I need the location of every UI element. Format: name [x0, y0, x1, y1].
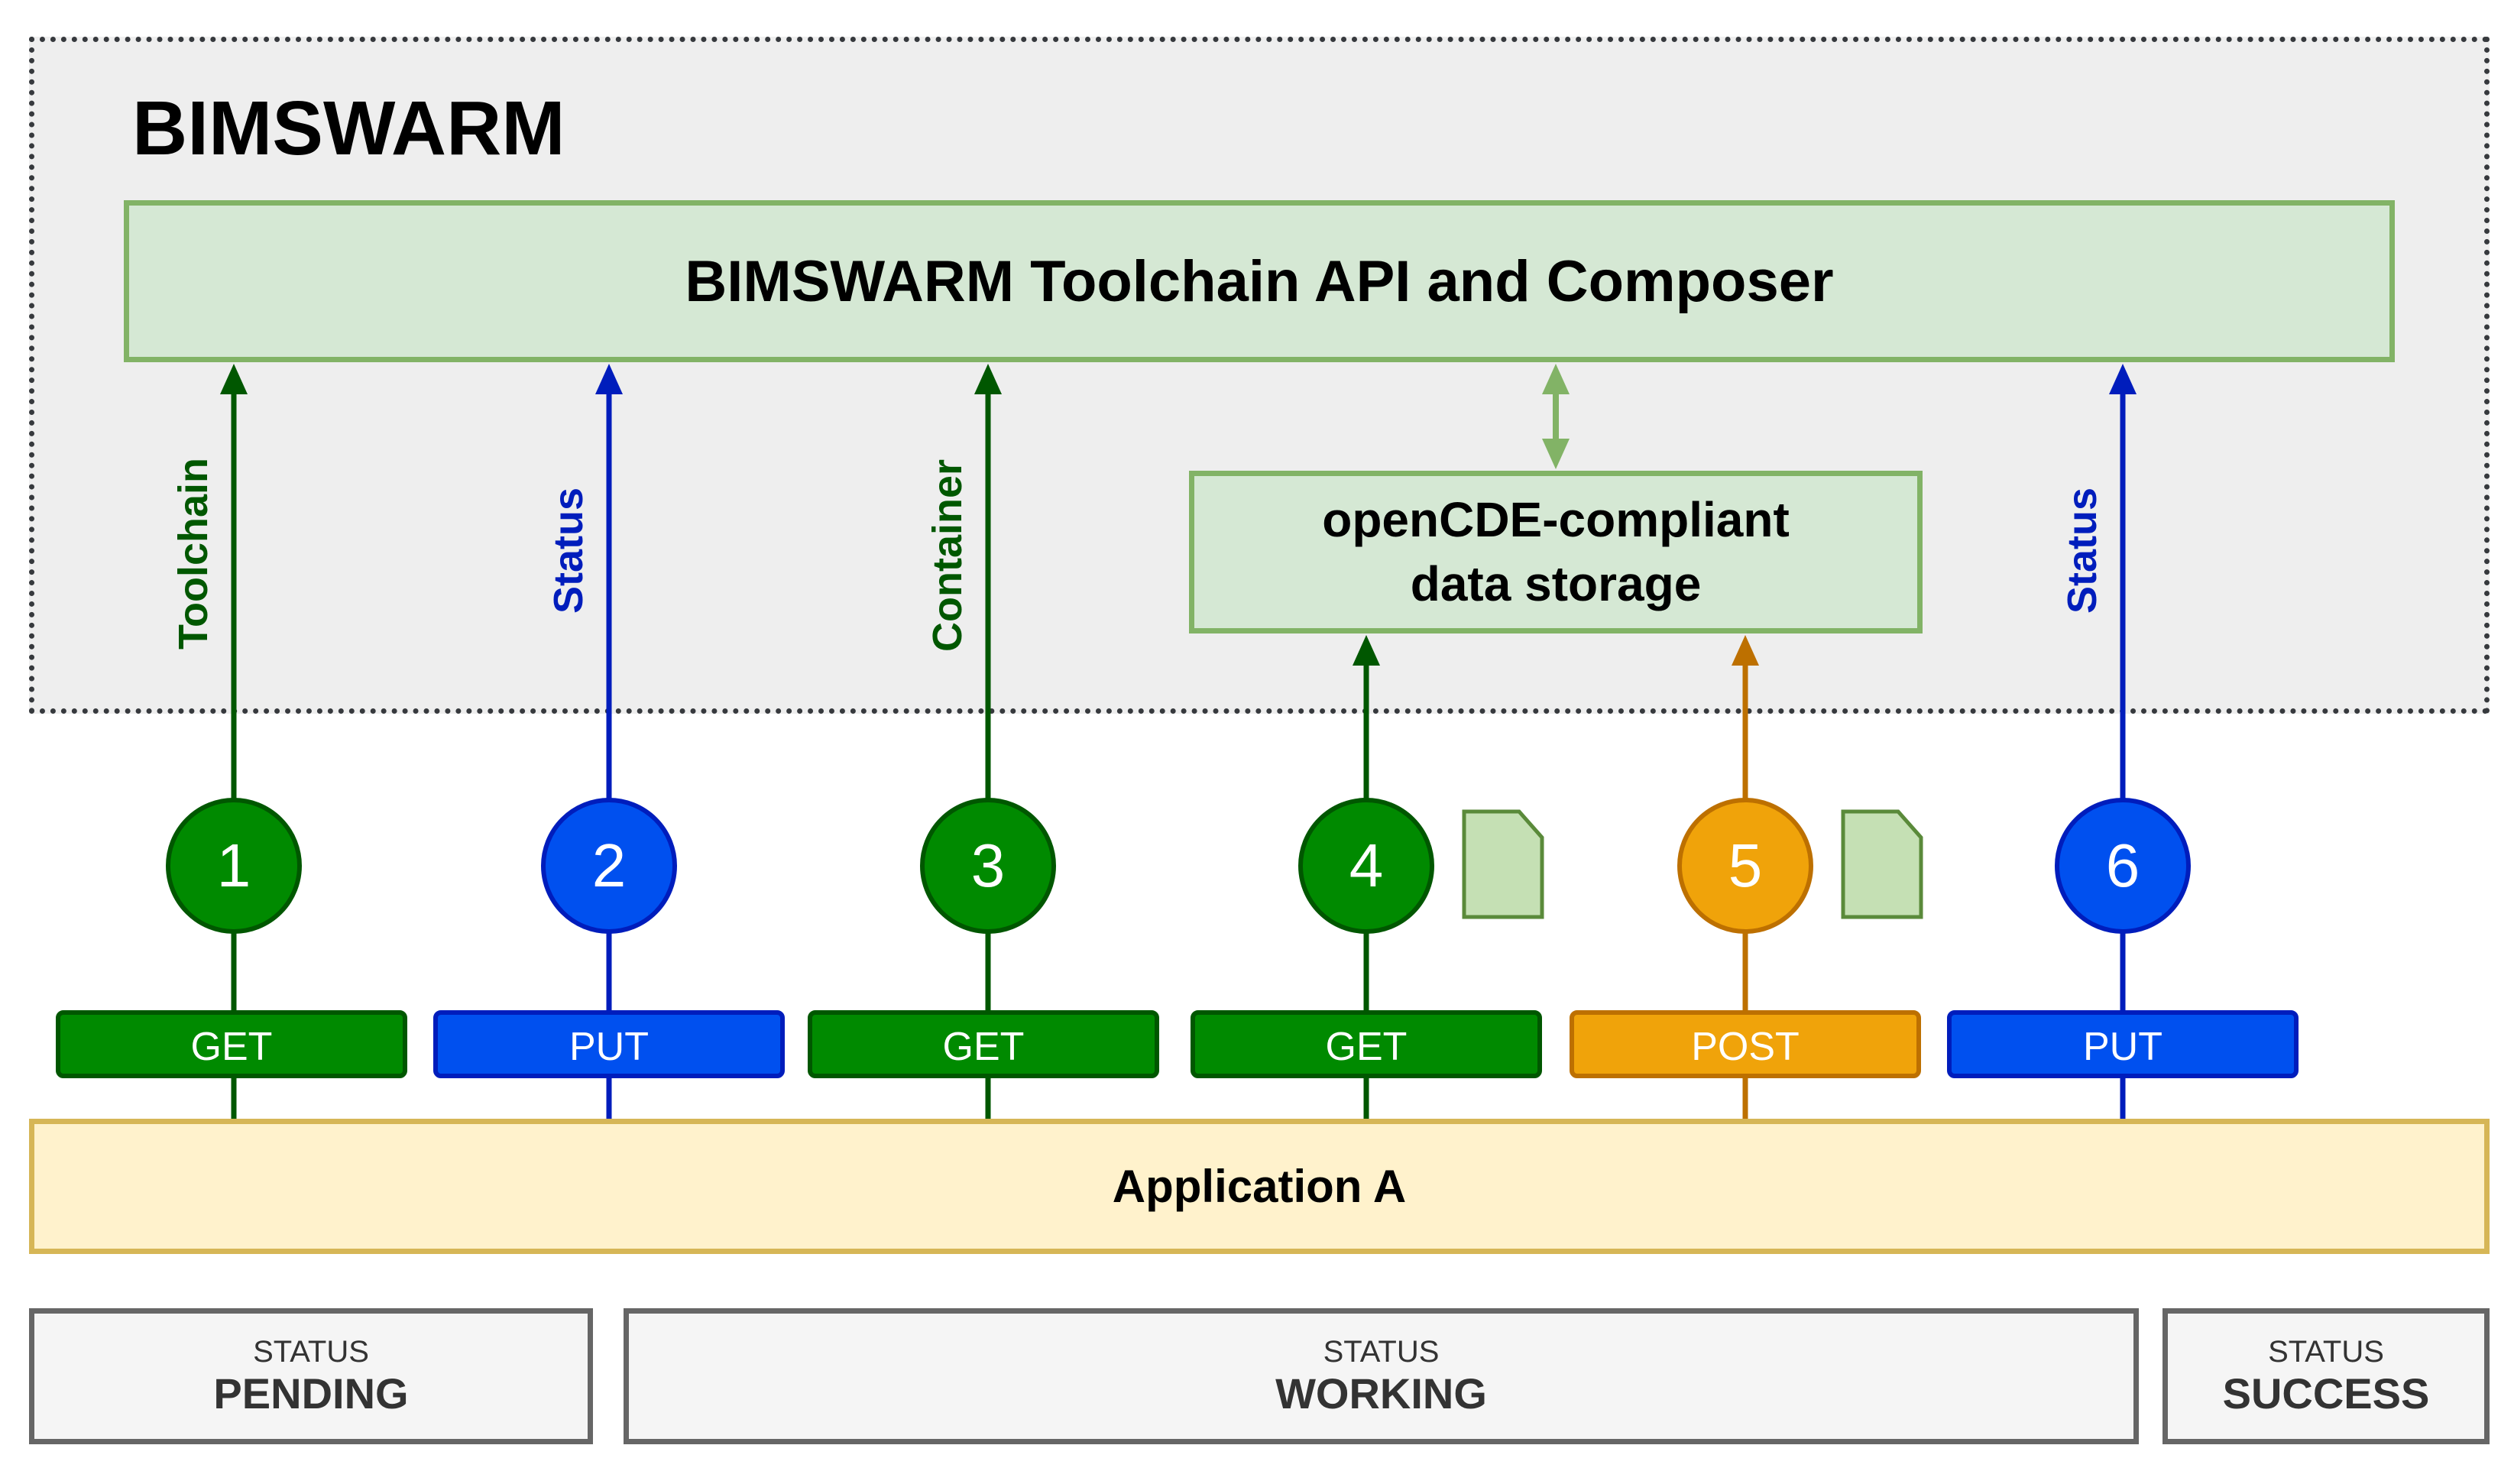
- status-value: SUCCESS: [2222, 1369, 2430, 1418]
- http-method-label: POST: [1691, 1024, 1800, 1069]
- step-2-payload-label: Status: [546, 487, 591, 614]
- status-label: STATUS: [2268, 1334, 2384, 1369]
- step-number: 1: [216, 831, 251, 899]
- step-5-badge: 5: [1677, 798, 1813, 934]
- document-icon: [1462, 809, 1544, 919]
- step-2-method-badge: PUT: [433, 1010, 785, 1078]
- status-label: STATUS: [253, 1334, 369, 1369]
- http-method-label: GET: [942, 1024, 1025, 1069]
- document-icon: [1841, 809, 1923, 919]
- step-6-payload-label: Status: [2059, 487, 2105, 614]
- http-method-label: GET: [190, 1024, 273, 1069]
- status-pending-panel: STATUS PENDING: [29, 1308, 593, 1444]
- step-number: 3: [970, 831, 1006, 899]
- status-label: STATUS: [1323, 1334, 1440, 1369]
- step-6-method-badge: PUT: [1947, 1010, 2299, 1078]
- arrowhead-up-icon: [2109, 364, 2137, 394]
- arrowhead-down-icon: [1542, 439, 1570, 469]
- toolchain-api-composer-box: BIMSWARM Toolchain API and Composer: [124, 200, 2395, 362]
- arrowhead-up-icon: [220, 364, 248, 394]
- storage-label-line2: data storage: [1410, 556, 1702, 611]
- application-a-label: Application A: [1112, 1161, 1407, 1212]
- bimswarm-title: BIMSWARM: [132, 86, 565, 171]
- arrowhead-up-icon: [1353, 635, 1380, 666]
- step-2-badge: 2: [541, 798, 677, 934]
- opencde-data-storage-box: openCDE-compliant data storage: [1189, 471, 1923, 633]
- arrowhead-up-icon: [595, 364, 623, 394]
- api-storage-double-arrow: [1542, 364, 1570, 469]
- application-a-box: Application A: [29, 1119, 2490, 1254]
- arrowhead-up-icon: [1542, 364, 1570, 394]
- step-1-badge: 1: [166, 798, 302, 934]
- status-value: WORKING: [1275, 1369, 1487, 1418]
- arrowhead-up-icon: [974, 364, 1002, 394]
- step-3-method-badge: GET: [808, 1010, 1159, 1078]
- step-4-badge: 4: [1298, 798, 1434, 934]
- step-1-payload-label: Toolchain: [170, 458, 216, 650]
- toolchain-api-label: BIMSWARM Toolchain API and Composer: [685, 248, 1834, 314]
- storage-label-line1: openCDE-compliant: [1322, 492, 1790, 548]
- http-method-label: PUT: [2083, 1024, 2162, 1069]
- step-number: 6: [2105, 831, 2140, 899]
- http-method-label: GET: [1325, 1024, 1408, 1069]
- step-6-badge: 6: [2055, 798, 2191, 934]
- step-3-payload-label: Container: [925, 458, 970, 652]
- http-method-label: PUT: [569, 1024, 649, 1069]
- status-value: PENDING: [213, 1369, 409, 1418]
- step-number: 4: [1349, 831, 1384, 899]
- step-number: 2: [591, 831, 627, 899]
- step-4-method-badge: GET: [1191, 1010, 1542, 1078]
- step-1-method-badge: GET: [56, 1010, 407, 1078]
- status-success-panel: STATUS SUCCESS: [2162, 1308, 2490, 1444]
- status-working-panel: STATUS WORKING: [624, 1308, 2139, 1444]
- step-number: 5: [1728, 831, 1763, 899]
- arrowhead-up-icon: [1732, 635, 1759, 666]
- step-3-badge: 3: [920, 798, 1056, 934]
- step-5-method-badge: POST: [1570, 1010, 1921, 1078]
